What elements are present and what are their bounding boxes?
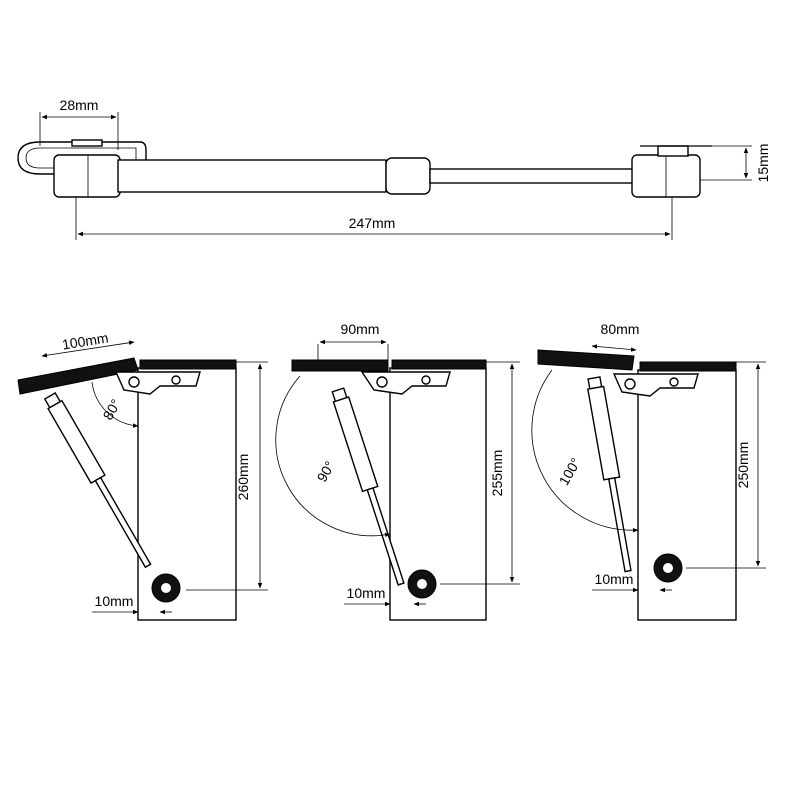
height-label-255: 255mm [489,450,505,497]
height-label-250: 250mm [735,442,751,489]
top-strut-drawing: 28mm 247mm 15mm [17,97,771,240]
total-length-label: 247mm [349,215,396,231]
bracket-height-label: 15mm [755,144,771,183]
angle-label-90: 90° [313,458,337,484]
lid-dim-label-80: 80mm [601,321,640,337]
offset-label-v2: 10mm [347,585,386,601]
offset-label-v3: 10mm [595,571,634,587]
bracket-width-label: 28mm [60,97,99,113]
view-80-degrees: 80° 100mm 260mm 10mm [17,330,268,621]
height-label-260: 260mm [235,454,251,501]
view-100-degrees: 100° 80mm 250mm 10mm [531,321,766,621]
angle-label-100: 100° [555,455,583,488]
lid-dim-label-90: 90mm [341,321,380,337]
offset-label-v1: 10mm [95,593,134,609]
angle-label-80: 80° [99,396,123,422]
lid-dim-label-100: 100mm [61,330,110,353]
view-90-degrees: 90° 90mm 255mm 10mm [275,321,520,621]
